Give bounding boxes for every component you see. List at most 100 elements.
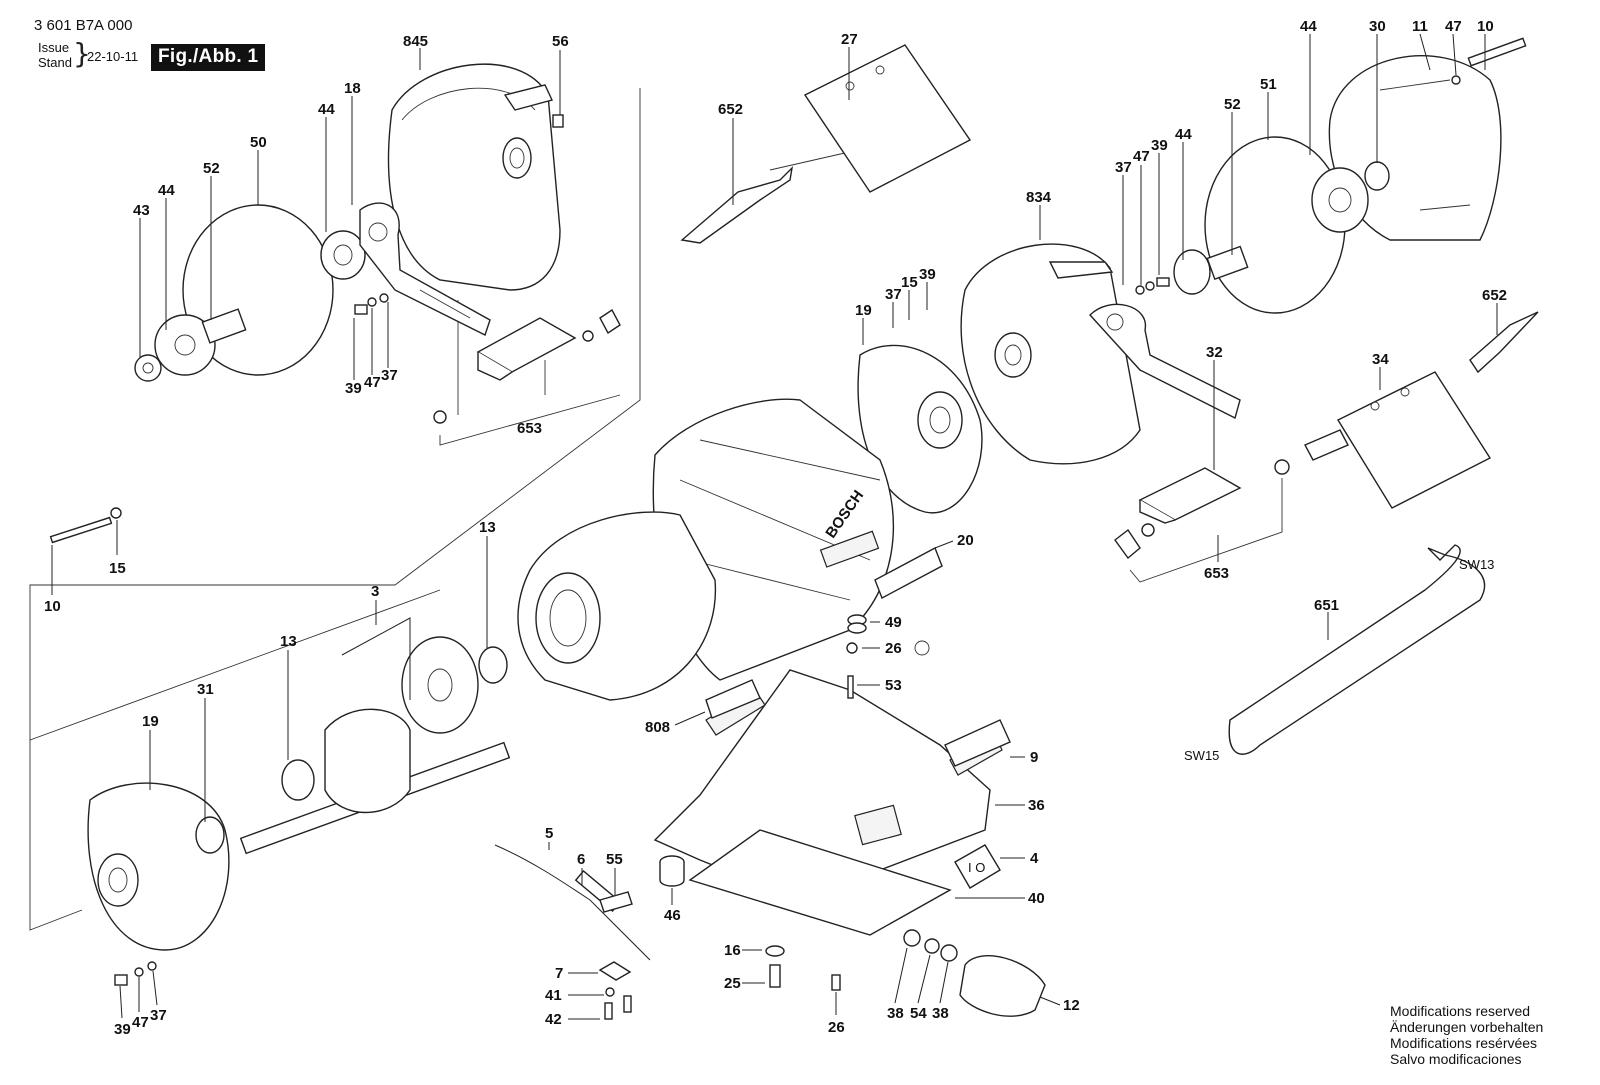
- callout-44: 44: [158, 182, 175, 199]
- wrench-size-bottom: SW15: [1184, 748, 1219, 763]
- note-fr: Modifications resérvées: [1390, 1035, 1538, 1051]
- wrench: SW13 SW15: [1184, 544, 1494, 763]
- callout-20: 20: [957, 532, 974, 549]
- callout-38: 38: [887, 1005, 904, 1022]
- power-cable: [494, 844, 651, 1020]
- callout-34: 34: [1372, 351, 1389, 368]
- power-switch: I O: [954, 844, 1001, 889]
- callout-6: 6: [577, 851, 585, 868]
- callout-27: 27: [841, 31, 858, 48]
- left-wheel-guard: [387, 63, 564, 291]
- left-grinding-wheel: [134, 204, 366, 382]
- callout-31: 31: [197, 681, 214, 698]
- callout-13: 13: [280, 633, 297, 650]
- wrench-size-top: SW13: [1459, 557, 1494, 572]
- callout-10: 10: [1477, 18, 1494, 35]
- callout-47: 47: [1445, 18, 1462, 35]
- callout-labels: 845 56 18 44 50 52 44 43 39 47 37 653 65…: [44, 18, 1507, 1038]
- issue-label: Issue: [38, 40, 70, 55]
- callout-53: 53: [885, 677, 902, 694]
- callout-40: 40: [1028, 890, 1045, 907]
- capacitor: [903, 929, 1046, 1017]
- document-number: 3 601 B7A 000: [34, 17, 133, 34]
- machine-base: [653, 669, 1003, 936]
- callout-12: 12: [1063, 997, 1080, 1014]
- callout-39: 39: [114, 1021, 131, 1038]
- callout-19: 19: [855, 302, 872, 319]
- right-grinding-wheel: [1135, 136, 1369, 314]
- issue-brace: }: [73, 37, 91, 70]
- right-spark-bracket: [1089, 303, 1241, 420]
- note-de: Änderungen vorbehalten: [1390, 1019, 1544, 1035]
- callout-52: 52: [203, 160, 220, 177]
- callout-47: 47: [1133, 148, 1150, 165]
- callout-9: 9: [1030, 749, 1038, 766]
- callout-25: 25: [724, 975, 741, 992]
- callout-13: 13: [479, 519, 496, 536]
- callout-808: 808: [645, 719, 670, 736]
- label-plates: [705, 547, 1011, 767]
- callout-36: 36: [1028, 797, 1045, 814]
- callout-834: 834: [1026, 189, 1052, 206]
- callout-19: 19: [142, 713, 159, 730]
- callout-26: 26: [828, 1019, 845, 1036]
- callout-44: 44: [1175, 126, 1192, 143]
- callout-50: 50: [250, 134, 267, 151]
- callout-37: 37: [885, 286, 902, 303]
- callout-42: 42: [545, 1011, 562, 1028]
- switch-marks: I O: [968, 860, 985, 875]
- callout-15: 15: [901, 274, 918, 291]
- callout-845: 845: [403, 33, 428, 50]
- callout-5: 5: [545, 825, 553, 842]
- note-es: Salvo modificaciones: [1390, 1051, 1522, 1067]
- figure-label: Fig./Abb. 1: [151, 44, 266, 71]
- callout-39: 39: [1151, 137, 1168, 154]
- callout-39: 39: [919, 266, 936, 283]
- callout-44: 44: [318, 101, 335, 118]
- callout-38: 38: [932, 1005, 949, 1022]
- callout-54: 54: [910, 1005, 927, 1022]
- callout-52: 52: [1224, 96, 1241, 113]
- callout-18: 18: [344, 80, 361, 97]
- callout-653: 653: [517, 420, 542, 437]
- callout-4: 4: [1030, 850, 1039, 867]
- long-screw-left: [49, 507, 122, 544]
- note-en: Modifications reserved: [1390, 1003, 1531, 1019]
- callout-47: 47: [364, 374, 381, 391]
- callout-10: 10: [44, 598, 61, 615]
- motor-flange-left: [87, 782, 230, 986]
- callout-37: 37: [150, 1007, 167, 1024]
- shield-plate-27: [803, 44, 972, 193]
- callout-46: 46: [664, 907, 681, 924]
- left-spark-bracket: [354, 202, 491, 336]
- callout-16: 16: [724, 942, 741, 959]
- right-tool-rest: [1114, 459, 1290, 583]
- stand-label: Stand: [38, 55, 72, 70]
- callout-56: 56: [552, 33, 569, 50]
- callout-7: 7: [555, 965, 563, 982]
- callout-37: 37: [1115, 159, 1132, 176]
- base-screws: [765, 945, 841, 991]
- callout-15: 15: [109, 560, 126, 577]
- left-tool-rest: [433, 308, 621, 446]
- callout-651: 651: [1314, 597, 1339, 614]
- callout-44: 44: [1300, 18, 1317, 35]
- callout-32: 32: [1206, 344, 1223, 361]
- issue-date: 22-10-11: [87, 49, 139, 64]
- callout-37: 37: [381, 367, 398, 384]
- callout-43: 43: [133, 202, 150, 219]
- callout-39: 39: [345, 380, 362, 397]
- callout-49: 49: [885, 614, 902, 631]
- shield-plate-34: [1304, 371, 1492, 509]
- callout-653: 653: [1204, 565, 1229, 582]
- callout-47: 47: [132, 1014, 149, 1031]
- rubber-foot: [659, 855, 685, 887]
- callout-51: 51: [1260, 76, 1277, 93]
- callout-30: 30: [1369, 18, 1386, 35]
- callout-652: 652: [1482, 287, 1507, 304]
- right-guard-cover: [1328, 37, 1527, 241]
- rotor-assembly: [239, 636, 511, 855]
- callout-652: 652: [718, 101, 743, 118]
- eye-shield-right: [1469, 311, 1539, 374]
